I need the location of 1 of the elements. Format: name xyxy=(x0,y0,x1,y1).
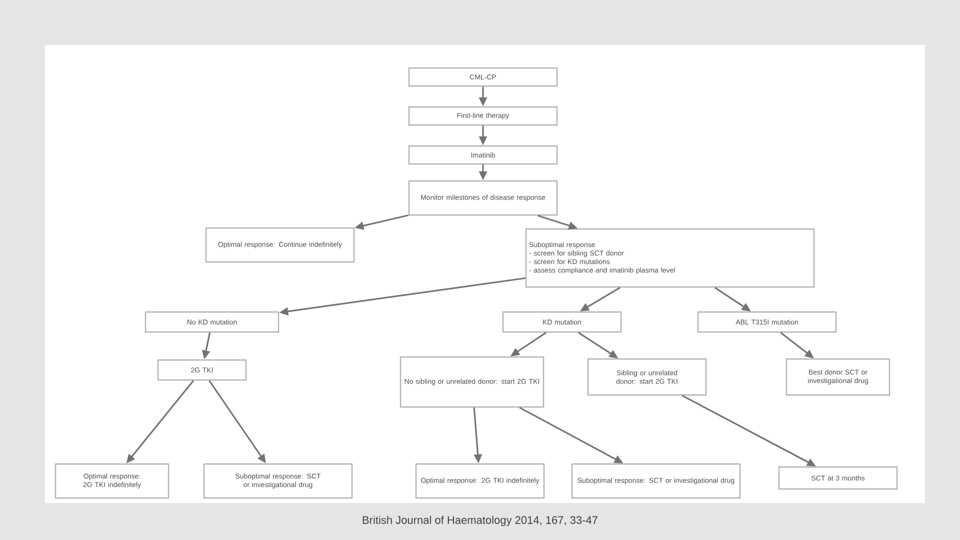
caption: British Journal of Haematology 2014, 167, 33-47 xyxy=(362,516,598,526)
